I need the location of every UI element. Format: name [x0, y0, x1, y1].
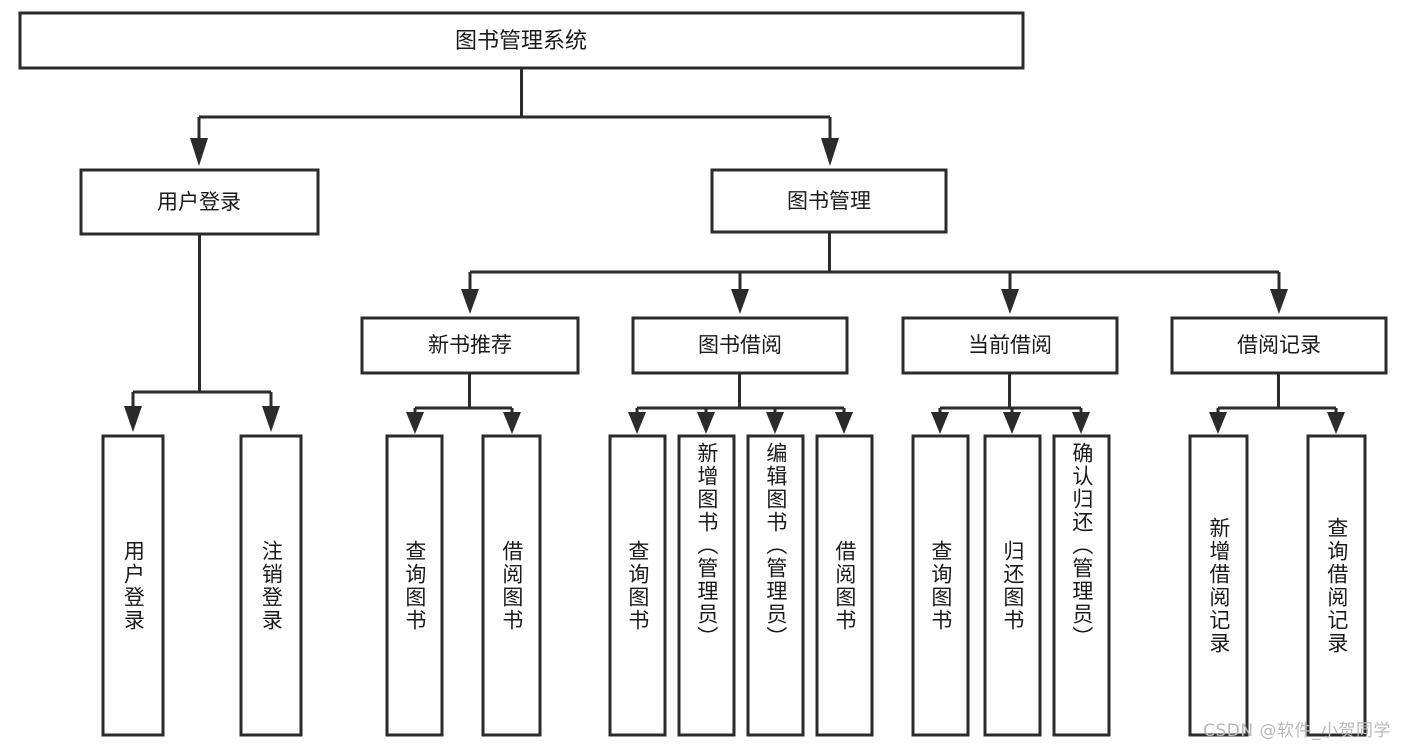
arrow-book-child-1: [461, 289, 479, 314]
leaf-box-add-borrow-record[interactable]: [1188, 434, 1249, 737]
node-borrow-record-box[interactable]: [1170, 316, 1388, 375]
connector-group-new-book: [406, 373, 521, 434]
arrow-record-leaf-1: [1209, 412, 1227, 434]
node-new-book-recommend-box[interactable]: [360, 316, 580, 375]
leaf-box-borrow-book-2[interactable]: [815, 434, 874, 737]
connector-group-book-manage: [461, 232, 1288, 314]
connector-group-root: [190, 68, 839, 166]
node-book-borrow-box[interactable]: [631, 316, 849, 375]
leaf-box-query-book-3[interactable]: [911, 434, 970, 737]
node-book-borrow[interactable]: 图书借阅: [631, 316, 849, 375]
connector-group-user-login: [124, 234, 280, 432]
leaf-box-confirm-return[interactable]: [1052, 434, 1111, 737]
arrow-current-leaf-2: [1003, 412, 1021, 434]
node-borrow-record[interactable]: 借阅记录: [1170, 316, 1388, 375]
leaf-box-query-book-2[interactable]: [608, 434, 667, 737]
node-user-login[interactable]: 用户登录: [79, 168, 320, 236]
node-current-borrow-label: 当前借阅: [968, 333, 1052, 357]
node-current-borrow-box[interactable]: [901, 316, 1119, 375]
csdn-watermark: CSDN @软件_小贺同学: [1203, 721, 1391, 741]
node-root-system[interactable]: 图书管理系统: [18, 11, 1025, 70]
node-book-management[interactable]: 图书管理: [710, 168, 948, 234]
leaf-box-query-borrow-record[interactable]: [1306, 434, 1367, 737]
node-root-system-box[interactable]: [18, 11, 1025, 70]
leaf-box-group: [101, 434, 1367, 737]
arrow-book-child-4: [1270, 289, 1288, 314]
arrow-borrow-leaf-1: [628, 412, 646, 434]
arrow-newbook-leaf-1: [406, 412, 424, 434]
leaf-box-add-book-admin[interactable]: [677, 434, 736, 737]
node-borrow-record-label: 借阅记录: [1237, 333, 1321, 357]
arrow-current-leaf-3: [1072, 412, 1090, 434]
arrow-borrow-leaf-2: [697, 412, 715, 434]
leaf-box-edit-book-admin[interactable]: [746, 434, 805, 737]
node-user-login-box[interactable]: [79, 168, 320, 236]
node-root-system-label: 图书管理系统: [455, 29, 587, 54]
node-current-borrow[interactable]: 当前借阅: [901, 316, 1119, 375]
arrow-root-to-book: [821, 138, 839, 166]
arrow-record-leaf-2: [1327, 412, 1345, 434]
leaf-box-logout[interactable]: [239, 434, 303, 737]
arrow-user-leaf-2: [262, 406, 280, 432]
connector-group-borrow-book: [628, 373, 853, 434]
node-book-management-box[interactable]: [710, 168, 948, 234]
connector-group-borrow-record: [1209, 373, 1345, 434]
leaf-box-borrow-book-1[interactable]: [481, 434, 542, 737]
node-new-book-recommend[interactable]: 新书推荐: [360, 316, 580, 375]
leaf-box-user-login[interactable]: [101, 434, 165, 737]
leaf-box-query-book-1[interactable]: [385, 434, 444, 737]
node-new-book-recommend-label: 新书推荐: [428, 333, 512, 357]
arrow-borrow-leaf-4: [835, 412, 853, 434]
arrow-root-to-user: [190, 138, 208, 166]
arrow-book-child-3: [1001, 289, 1019, 314]
node-book-borrow-label: 图书借阅: [698, 333, 782, 357]
node-user-login-label: 用户登录: [157, 190, 241, 214]
arrow-newbook-leaf-2: [503, 412, 521, 434]
arrow-book-child-2: [731, 289, 749, 314]
connector-group-current-borrow: [931, 373, 1090, 434]
arrow-borrow-leaf-3: [766, 412, 784, 434]
arrow-user-leaf-1: [124, 406, 142, 432]
node-book-management-label: 图书管理: [787, 189, 871, 213]
leaf-box-return-book[interactable]: [983, 434, 1042, 737]
arrow-current-leaf-1: [931, 412, 949, 434]
